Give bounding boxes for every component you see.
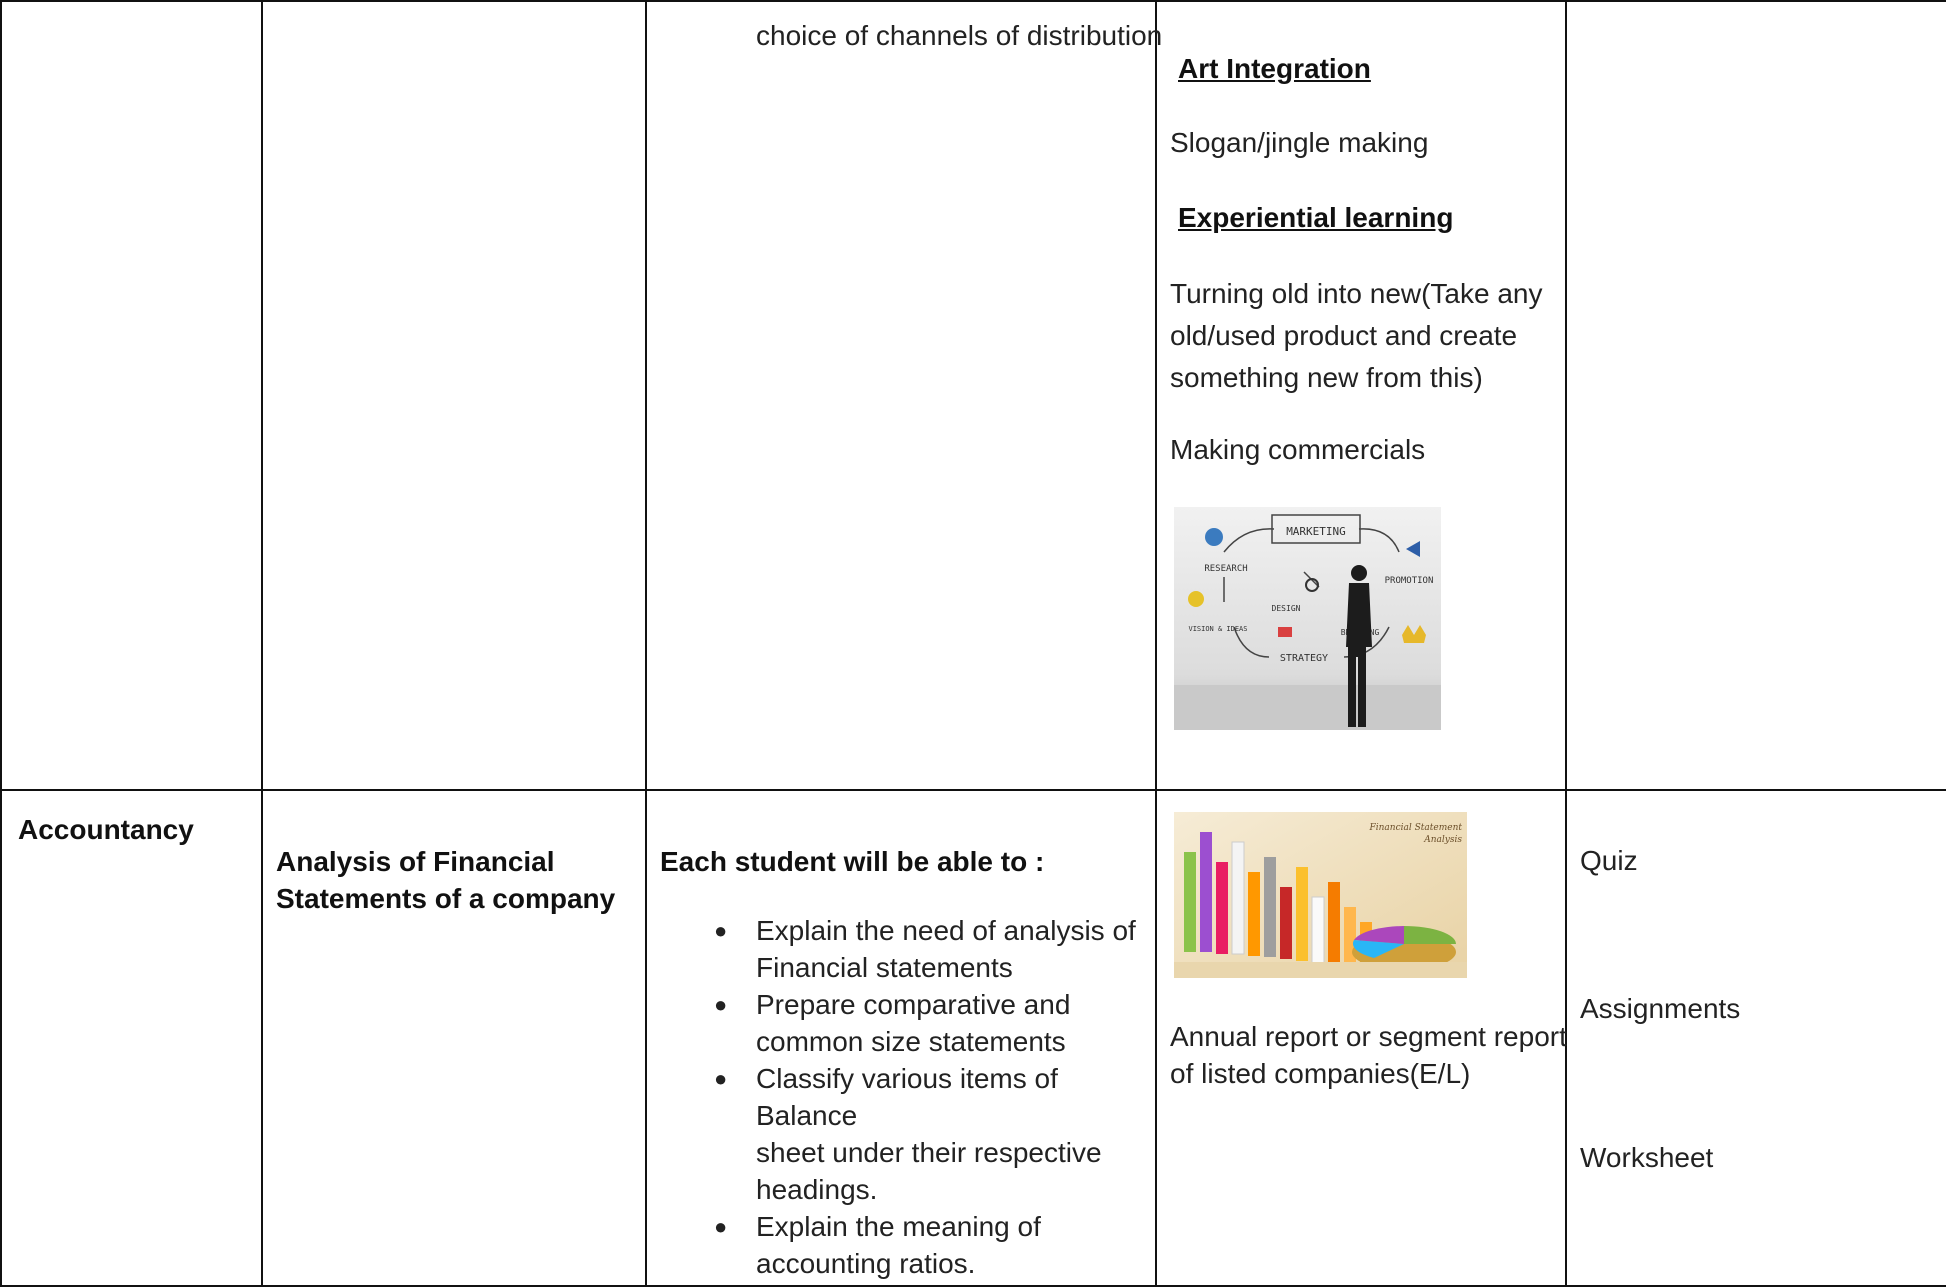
activity-line: Annual report or segment report <box>1170 1021 1567 1052</box>
table-top-border <box>0 0 1946 2</box>
experiential-line: something new from this) <box>1170 362 1483 393</box>
illustration-bar <box>1231 841 1245 955</box>
column-divider-3 <box>1155 0 1157 1287</box>
marketing-concept-image: MARKETING RESEARCH PROMOTION DESIGN VISI… <box>1174 507 1441 730</box>
topic-line: Analysis of Financial <box>276 846 555 877</box>
illustration-bar <box>1311 896 1325 964</box>
globe-icon <box>1205 528 1223 546</box>
activity-text: Annual report or segment report of liste… <box>1170 1018 1567 1092</box>
table-bottom-border <box>0 1285 1946 1287</box>
objective-line: Explain the meaning of <box>756 1211 1041 1242</box>
illustration-pie-slice <box>1352 940 1404 958</box>
list-item: ● Prepare comparative and common size st… <box>662 986 1152 1060</box>
objective-line: sheet under their respective <box>756 1137 1102 1168</box>
label-promotion: PROMOTION <box>1385 576 1434 586</box>
column-divider-1 <box>261 0 263 1287</box>
illustration-pie-slice <box>1354 926 1404 944</box>
objective-line: Prepare comparative and <box>756 989 1071 1020</box>
art-integration-text: Slogan/jingle making <box>1170 127 1429 158</box>
experiential-learning-heading: Experiential learning <box>1178 202 1454 233</box>
image-caption-line-2: Analysis <box>1423 835 1462 845</box>
assessment-assignments: Assignments <box>1580 993 1741 1024</box>
assessment-quiz: Quiz <box>1580 845 1638 876</box>
activity-line: of listed companies(E/L) <box>1170 1058 1471 1089</box>
puzzle-icon <box>1278 627 1292 637</box>
experiential-line: old/used product and create <box>1170 320 1518 351</box>
illustration-bar <box>1248 872 1260 956</box>
making-commercials-text: Making commercials <box>1170 434 1426 465</box>
objective-line: common size statements <box>756 1026 1066 1057</box>
illustration-bar <box>1216 862 1228 954</box>
objectives-bullets: ● Explain the need of analysis of Financ… <box>662 912 1152 1282</box>
image-caption-line-1: Financial Statement <box>1369 823 1463 833</box>
topic-line: Statements of a company <box>276 883 616 914</box>
bullet-icon: ● <box>714 918 728 943</box>
crown-icon <box>1402 625 1426 643</box>
experiential-learning-text: Turning old into new(Take any old/used p… <box>1170 273 1543 399</box>
label-design: DESIGN <box>1272 604 1301 613</box>
list-item: ● Classify various items of Balance shee… <box>662 1060 1152 1208</box>
illustration-bar <box>1184 852 1196 952</box>
objective-line: headings. <box>756 1174 878 1205</box>
label-vision: VISION & IDEAS <box>1188 625 1247 633</box>
bullet-icon: ● <box>714 1214 728 1239</box>
label-research: RESEARCH <box>1204 564 1247 574</box>
megaphone-icon <box>1406 541 1420 557</box>
person-head <box>1351 565 1367 581</box>
objective-line: accounting ratios. <box>756 1248 976 1279</box>
person-silhouette <box>1346 583 1372 727</box>
bullet-icon: ● <box>714 992 728 1017</box>
topic-title: Analysis of Financial Statements of a co… <box>276 843 615 917</box>
illustration-bar <box>1296 867 1308 961</box>
subject-label: Accountancy <box>18 814 194 845</box>
objective-line: Explain the need of analysis of <box>756 915 1136 946</box>
row-divider <box>0 789 1946 791</box>
column-divider-4 <box>1565 0 1567 1287</box>
column-border-left <box>0 0 2 1287</box>
label-marketing: MARKETING <box>1286 525 1346 538</box>
bullet-icon: ● <box>714 1066 728 1091</box>
illustration-bar <box>1200 832 1212 952</box>
magnifier-icon <box>1305 578 1319 592</box>
art-integration-heading: Art Integration <box>1178 53 1371 84</box>
illustration-bar <box>1328 882 1340 964</box>
objective-continued-text: choice of channels of distribution <box>756 20 1163 51</box>
illustration-bar <box>1344 907 1356 967</box>
illustration-bar <box>1264 857 1276 957</box>
lightbulb-icon <box>1188 591 1204 607</box>
financial-analysis-image: Financial Statement Analysis <box>1174 812 1467 978</box>
marketing-illustration-svg: MARKETING RESEARCH PROMOTION DESIGN VISI… <box>1174 507 1441 730</box>
illustration-pie-slice <box>1404 926 1456 944</box>
financial-chart-illustration: Financial Statement Analysis <box>1174 812 1467 978</box>
illustration-bar <box>1280 887 1292 959</box>
objectives-list: ● Explain the need of analysis of Financ… <box>662 912 1152 1282</box>
list-item: ● Explain the meaning of accounting rati… <box>662 1208 1152 1282</box>
column-divider-2 <box>645 0 647 1287</box>
label-strategy: STRATEGY <box>1280 653 1328 664</box>
objectives-intro: Each student will be able to : <box>660 846 1045 877</box>
assessment-worksheet: Worksheet <box>1580 1142 1714 1173</box>
objective-line: Classify various items of Balance <box>756 1063 1058 1131</box>
experiential-line: Turning old into new(Take any <box>1170 278 1543 309</box>
objective-line: Financial statements <box>756 952 1013 983</box>
list-item: ● Explain the need of analysis of Financ… <box>662 912 1152 986</box>
